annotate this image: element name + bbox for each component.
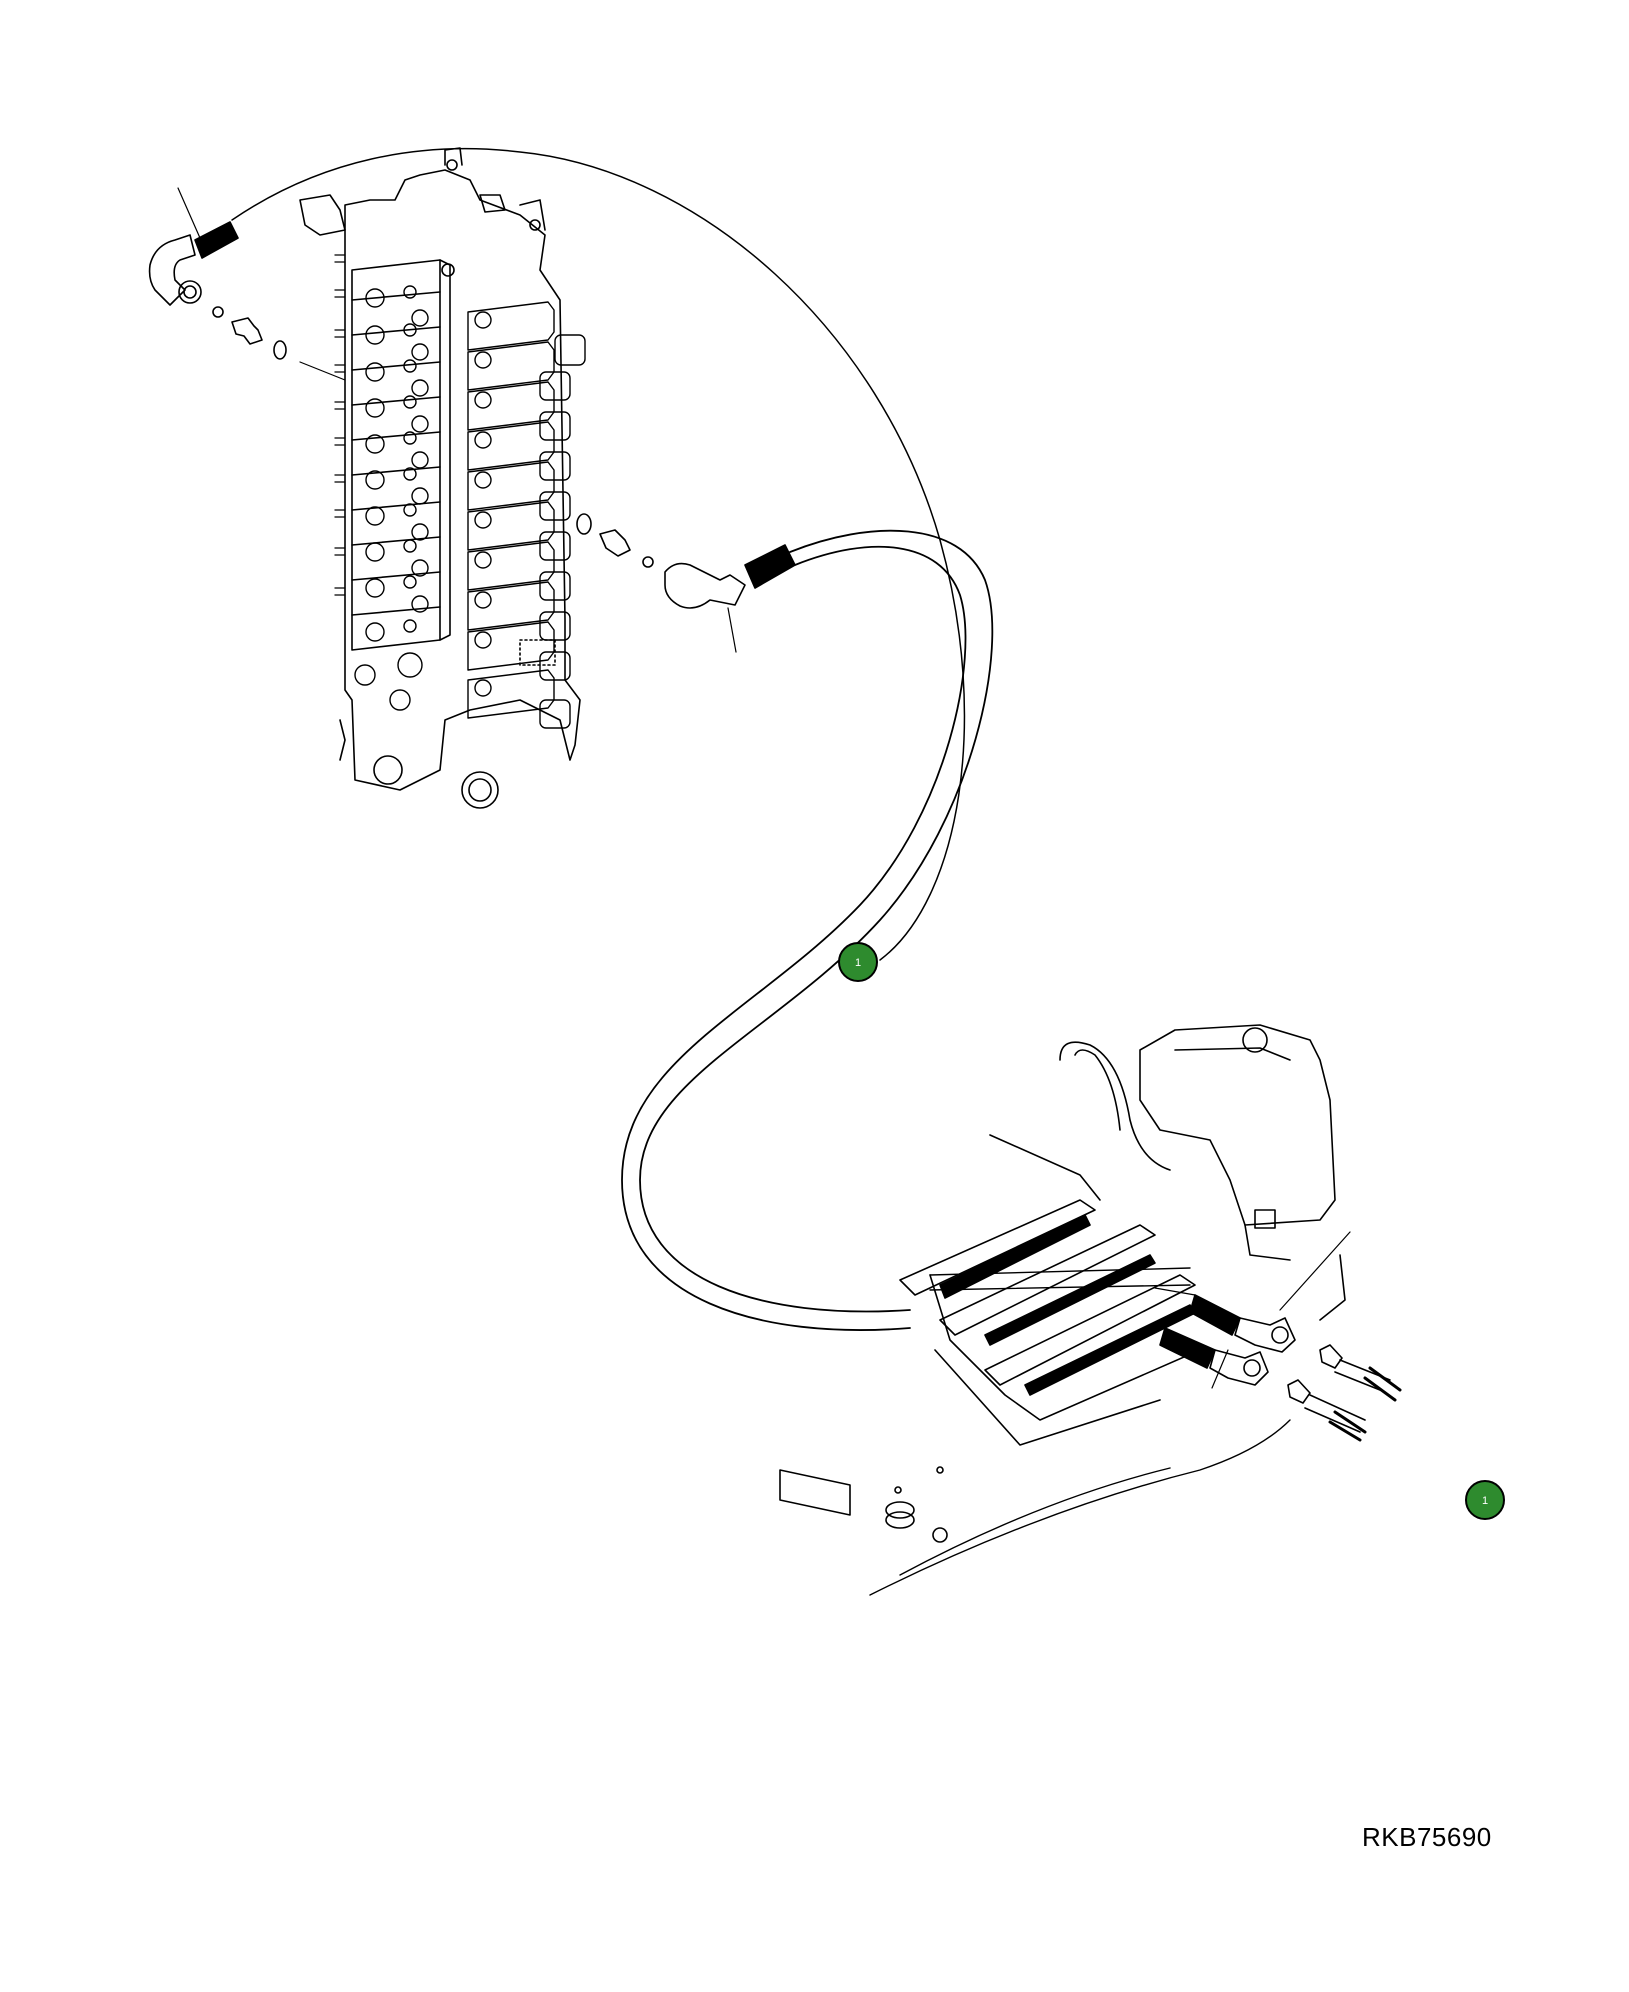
callout-legend-label: 1 [1482, 1495, 1488, 1507]
hose-fittings-lower-right [1154, 1287, 1402, 1442]
leader-line-5 [1211, 1349, 1229, 1389]
callout-legend[interactable]: 1 [1465, 1480, 1505, 1520]
pilot-hose-thin [231, 147, 966, 961]
drawing-code-label: RKB75690 [1362, 1822, 1492, 1852]
pilot-hose-thick [621, 529, 1191, 1331]
leader-line-2 [299, 361, 346, 381]
callout-hose-label: 1 [855, 957, 861, 969]
control-valve-block [299, 147, 586, 809]
leader-line-1 [177, 187, 201, 239]
pilot-valve-base [779, 1024, 1346, 1596]
elbow-fitting-right [576, 513, 796, 609]
elbow-fitting-left [148, 221, 287, 360]
leader-line-3 [727, 607, 737, 653]
callout-hose[interactable]: 1 [838, 942, 878, 982]
leader-line-4 [1279, 1231, 1351, 1311]
